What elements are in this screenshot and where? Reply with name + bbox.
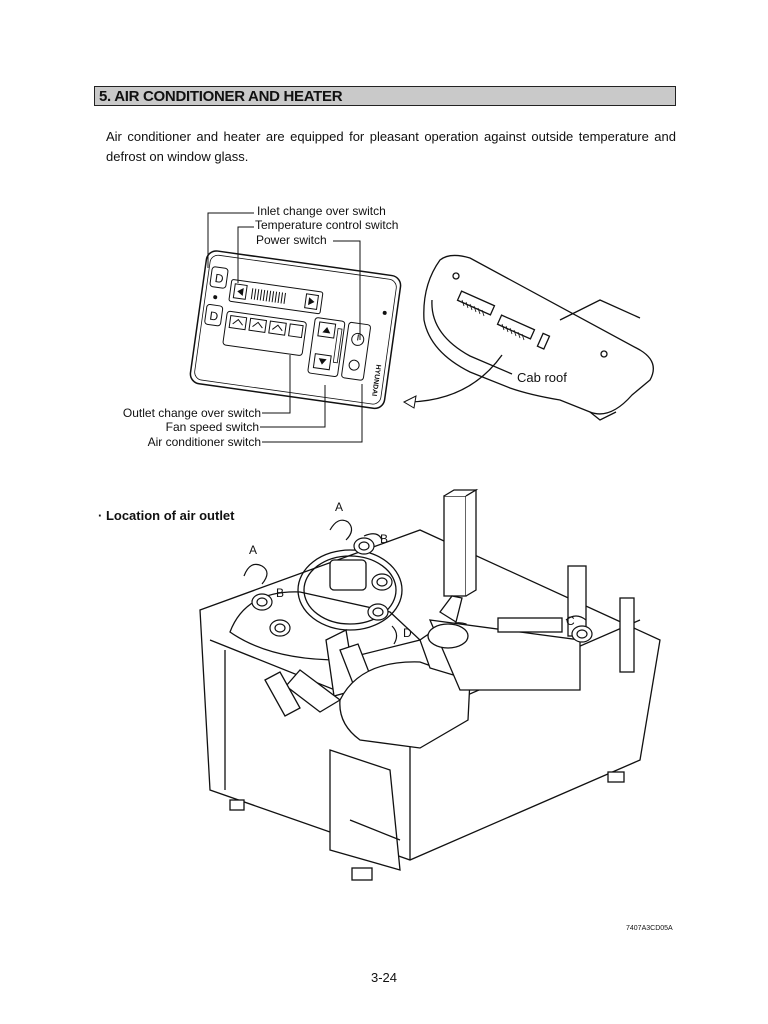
control-panel: D D [189, 250, 402, 410]
outlet-label-a-top: A [335, 500, 343, 514]
section-title: 5. AIR CONDITIONER AND HEATER [94, 86, 676, 106]
label-ac-switch: Air conditioner switch [148, 435, 261, 449]
location-heading: · Location of air outlet [98, 508, 235, 523]
svg-text:D: D [209, 309, 220, 324]
label-temperature-switch: Temperature control switch [255, 218, 398, 232]
label-power-switch: Power switch [256, 233, 327, 247]
svg-text:D: D [214, 271, 225, 286]
label-inlet-switch: Inlet change over switch [257, 204, 386, 218]
outlet-label-b-right: B [380, 532, 388, 546]
control-panel-diagram: D D [123, 204, 654, 449]
outlet-label-c: C [566, 614, 575, 628]
page-number: 3-24 [370, 970, 398, 985]
intro-paragraph: Air conditioner and heater are equipped … [106, 129, 676, 164]
figure-code: 7407A3CD05A [626, 925, 673, 932]
outlet-label-a-left: A [249, 543, 257, 557]
label-cab-roof: Cab roof [517, 370, 567, 385]
panel-brand: HYUNDAI [370, 364, 381, 397]
cab-roof-illustration [423, 254, 654, 421]
label-fan-switch: Fan speed switch [166, 420, 259, 434]
cab-interior-diagram: A A B B C D [199, 488, 661, 881]
outlet-label-d: D [403, 626, 412, 640]
label-outlet-switch: Outlet change over switch [123, 406, 261, 420]
outlet-label-b-left: B [276, 586, 284, 600]
